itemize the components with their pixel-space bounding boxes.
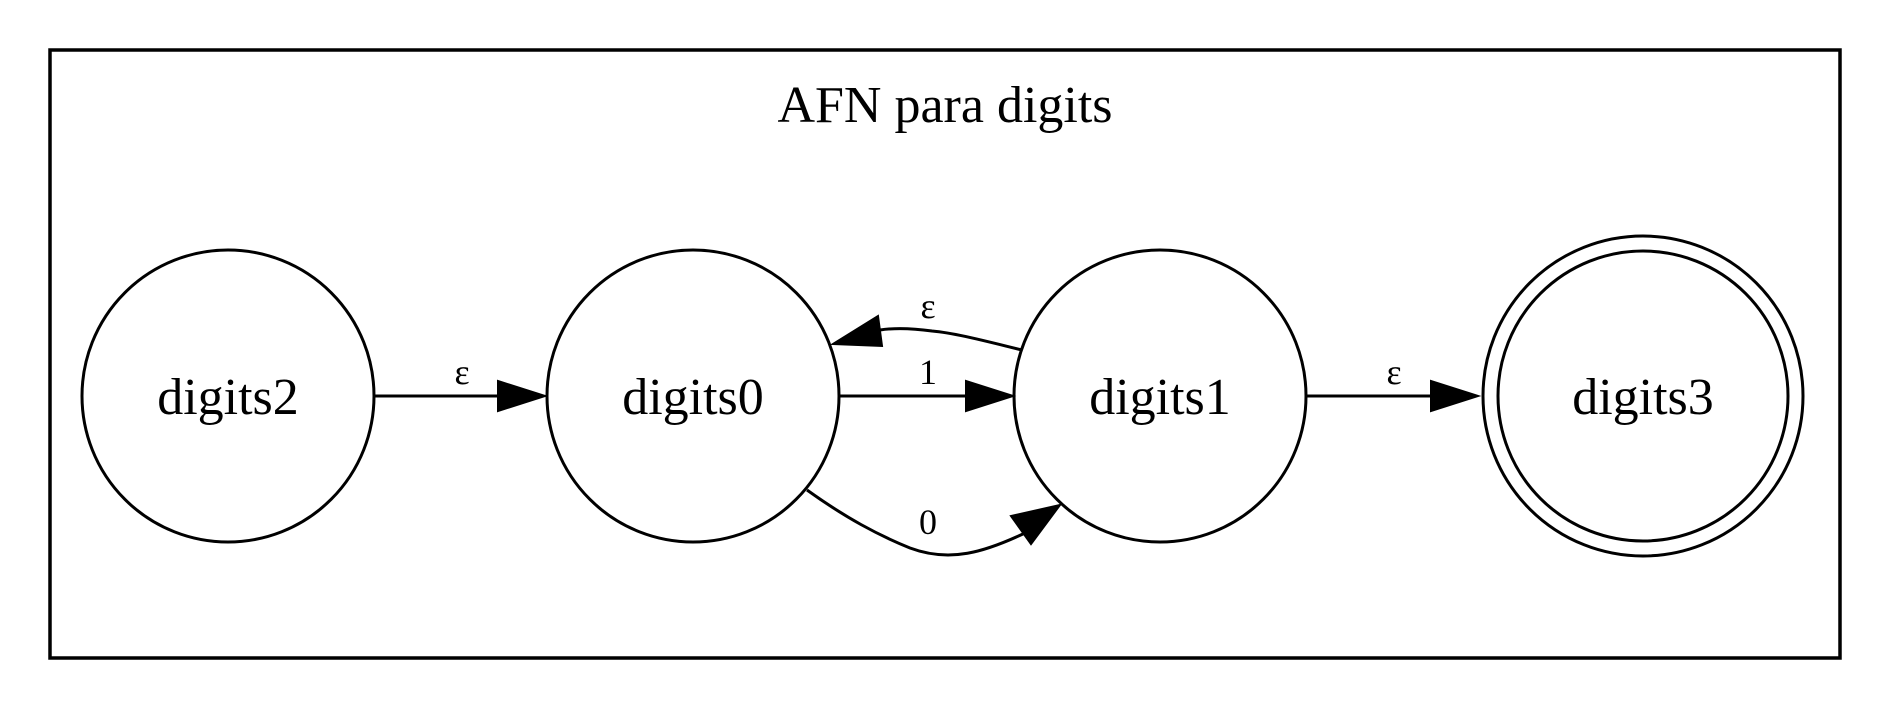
edge-label: ε <box>1386 352 1401 392</box>
accepting-outer-circle <box>1481 234 1805 558</box>
state-label: digits2 <box>157 369 299 426</box>
state-digits3: digits3 <box>1481 234 1805 558</box>
edge-line <box>806 488 1026 557</box>
cluster-frame <box>48 48 1842 660</box>
state-label: digits3 <box>1572 369 1714 426</box>
accepting-inner-circle <box>1496 249 1790 543</box>
edge-digits0-digits1-zero: 0 <box>806 488 1063 557</box>
state-label: digits1 <box>1089 369 1231 426</box>
edge-label: 0 <box>919 502 937 542</box>
arrowhead <box>497 379 549 413</box>
state-label: digits0 <box>622 369 764 426</box>
edge-digits1-digits3: ε <box>1306 352 1482 413</box>
edge-label: 1 <box>919 352 937 392</box>
arrowhead <box>1430 379 1482 413</box>
edge-digits0-digits1-one: 1 <box>839 352 1017 413</box>
state-digits0: digits0 <box>545 248 841 544</box>
edge-label: ε <box>920 286 935 326</box>
edge-digits2-digits0: ε <box>374 352 549 413</box>
state-digits2: digits2 <box>80 248 376 544</box>
arrowhead <box>965 379 1017 413</box>
diagram-title: AFN para digits <box>777 77 1112 134</box>
edge-line <box>879 327 1023 352</box>
edge-digits1-digits0: ε <box>829 286 1023 352</box>
arrowhead <box>829 314 884 348</box>
state-digits1: digits1 <box>1012 248 1308 544</box>
edge-label: ε <box>454 352 469 392</box>
arrowhead <box>1009 503 1063 546</box>
